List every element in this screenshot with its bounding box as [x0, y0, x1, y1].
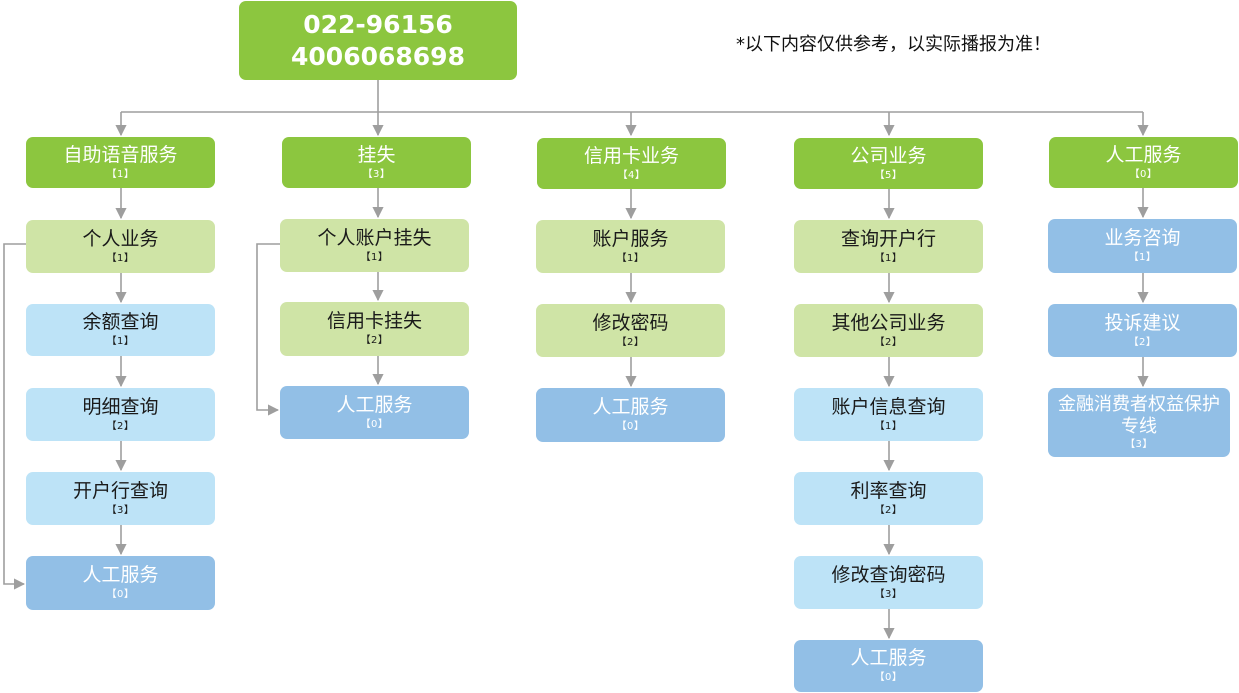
category-label: 自助语音服务	[63, 143, 178, 166]
menu-node-change-password: 修改密码 【2】	[536, 304, 725, 357]
category-key: 【4】	[617, 169, 646, 181]
menu-node-account-bank-inquiry: 开户行查询 【3】	[26, 472, 215, 525]
menu-label: 修改密码	[592, 311, 669, 334]
menu-label: 明细查询	[82, 395, 159, 418]
menu-key: 【1】	[874, 252, 903, 264]
menu-label: 利率查询	[850, 479, 927, 502]
menu-node-business-consultation: 业务咨询 【1】	[1048, 219, 1237, 273]
category-label: 公司业务	[850, 144, 927, 167]
menu-label: 开户行查询	[72, 479, 168, 502]
menu-key: 【1】	[616, 252, 645, 264]
menu-node-personal-account-loss: 个人账户挂失 【1】	[280, 219, 469, 272]
menu-label: 个人账户挂失	[317, 226, 432, 249]
menu-key: 【1】	[106, 252, 135, 264]
menu-node-agent-service: 人工服务 【0】	[280, 386, 469, 439]
menu-key: 【1】	[360, 251, 389, 263]
menu-key: 【0】	[874, 672, 903, 684]
menu-label: 查询开户行	[840, 227, 936, 250]
category-report-loss: 挂失 【3】	[282, 137, 471, 188]
menu-label: 其他公司业务	[831, 311, 946, 334]
menu-key: 【0】	[106, 589, 135, 601]
category-label: 挂失	[357, 143, 396, 166]
menu-label: 金融消费者权益保护专线	[1058, 394, 1220, 437]
menu-key: 【3】	[106, 504, 135, 516]
menu-label: 修改查询密码	[831, 563, 946, 586]
menu-key: 【2】	[874, 504, 903, 516]
category-self-service-voice: 自助语音服务 【1】	[26, 137, 215, 188]
menu-key: 【1】	[1128, 252, 1157, 264]
menu-label: 个人业务	[82, 227, 159, 250]
menu-label: 账户信息查询	[831, 395, 946, 418]
menu-key: 【3】	[1125, 439, 1153, 451]
category-key: 【0】	[1129, 168, 1158, 180]
menu-node-account-service: 账户服务 【1】	[536, 220, 725, 273]
menu-key: 【2】	[874, 336, 903, 348]
menu-key: 【2】	[106, 420, 135, 432]
menu-node-agent-service: 人工服务 【0】	[794, 640, 983, 692]
menu-label: 人工服务	[592, 396, 669, 419]
category-corporate-business: 公司业务 【5】	[794, 138, 983, 189]
disclaimer-note: *以下内容仅供参考，以实际播报为准！	[736, 34, 1051, 55]
menu-key: 【0】	[616, 421, 645, 433]
menu-key: 【1】	[106, 336, 135, 348]
menu-node-complaints-suggestions: 投诉建议 【2】	[1048, 304, 1237, 357]
menu-label: 业务咨询	[1104, 227, 1181, 250]
menu-node-account-info-inquiry: 账户信息查询 【1】	[794, 388, 983, 441]
menu-node-change-query-password: 修改查询密码 【3】	[794, 556, 983, 609]
menu-node-personal-business: 个人业务 【1】	[26, 220, 215, 273]
menu-label: 人工服务	[82, 564, 159, 587]
menu-label: 账户服务	[592, 227, 669, 250]
menu-node-other-corporate-business: 其他公司业务 【2】	[794, 304, 983, 357]
menu-label: 投诉建议	[1104, 311, 1181, 334]
col2-bypass-line	[256, 243, 280, 416]
category-credit-card-business: 信用卡业务 【4】	[537, 138, 726, 189]
menu-node-credit-card-loss: 信用卡挂失 【2】	[280, 302, 469, 356]
category-key: 【3】	[362, 168, 391, 180]
hotline-number-2: 4006068698	[291, 41, 465, 71]
menu-node-detail-inquiry: 明细查询 【2】	[26, 388, 215, 441]
menu-label: 人工服务	[850, 647, 927, 670]
category-key: 【5】	[874, 169, 903, 181]
category-label: 信用卡业务	[583, 144, 679, 167]
menu-node-consumer-rights-hotline: 金融消费者权益保护专线 【3】	[1048, 388, 1230, 457]
hotline-root-node: 022-96156 4006068698	[239, 1, 517, 80]
menu-node-agent-service: 人工服务 【0】	[536, 388, 725, 442]
category-agent-service: 人工服务 【0】	[1049, 137, 1238, 188]
col1-bypass-line	[3, 243, 26, 590]
menu-key: 【3】	[874, 588, 903, 600]
menu-key: 【0】	[360, 418, 389, 430]
menu-key: 【2】	[616, 336, 645, 348]
menu-node-agent-service: 人工服务 【0】	[26, 556, 215, 610]
category-key: 【1】	[106, 168, 135, 180]
menu-node-balance-inquiry: 余额查询 【1】	[26, 304, 215, 356]
menu-node-interest-rate-inquiry: 利率查询 【2】	[794, 472, 983, 525]
menu-key: 【2】	[360, 335, 389, 347]
hotline-number-1: 022-96156	[303, 10, 453, 40]
menu-key: 【1】	[874, 420, 903, 432]
menu-key: 【2】	[1128, 336, 1157, 348]
menu-label: 人工服务	[336, 393, 413, 416]
menu-label: 信用卡挂失	[326, 310, 422, 333]
category-label: 人工服务	[1105, 143, 1182, 166]
menu-node-query-account-bank: 查询开户行 【1】	[794, 220, 983, 273]
menu-label: 余额查询	[82, 311, 159, 334]
